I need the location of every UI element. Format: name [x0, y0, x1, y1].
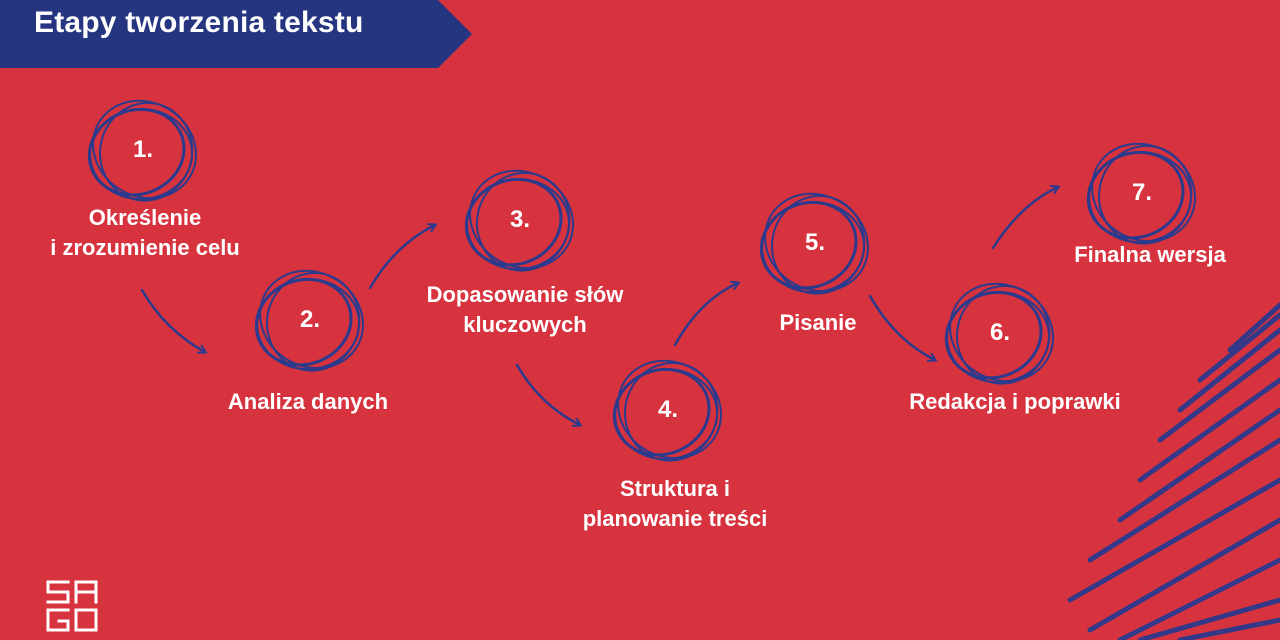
step-4-circle [612, 359, 723, 462]
step-1-label: Określenie i zrozumienie celu [50, 205, 240, 260]
step-6-circle [944, 282, 1055, 385]
step-4-number: 4. [657, 396, 678, 423]
step-6-number: 6. [989, 319, 1010, 346]
step-1-number: 1. [132, 136, 153, 163]
step-7-circle [1086, 142, 1197, 245]
step-6-label: Redakcja i poprawki [909, 389, 1121, 414]
step-7-number: 7. [1131, 179, 1152, 206]
page-title: Etapy tworzenia tekstu [34, 6, 364, 39]
step-3-number: 3. [509, 206, 530, 233]
step-1-circle [87, 99, 198, 202]
arrow-5-to-6 [868, 294, 935, 360]
arrow-4-to-5 [673, 283, 738, 347]
step-2-circle [254, 269, 365, 372]
step-3-circle [464, 169, 575, 272]
scribble-decoration [1067, 302, 1280, 640]
step-4-label: Struktura i planowanie treści [582, 476, 768, 531]
step-5-circle [759, 192, 870, 295]
sago-logo [46, 580, 98, 632]
arrow-1-to-2 [140, 288, 205, 352]
step-2-number: 2. [299, 306, 320, 333]
title-banner [0, 0, 472, 68]
step-5-label: Pisanie [779, 310, 857, 335]
step-3-label: Dopasowanie słów kluczowych [426, 282, 624, 337]
step-2-label: Analiza danych [227, 389, 389, 414]
step-7-label: Finalna wersja [1074, 242, 1226, 267]
arrow-3-to-4 [515, 363, 580, 425]
arrow-6-to-7 [991, 187, 1058, 250]
arrow-2-to-3 [368, 225, 435, 290]
step-5-number: 5. [804, 229, 825, 256]
